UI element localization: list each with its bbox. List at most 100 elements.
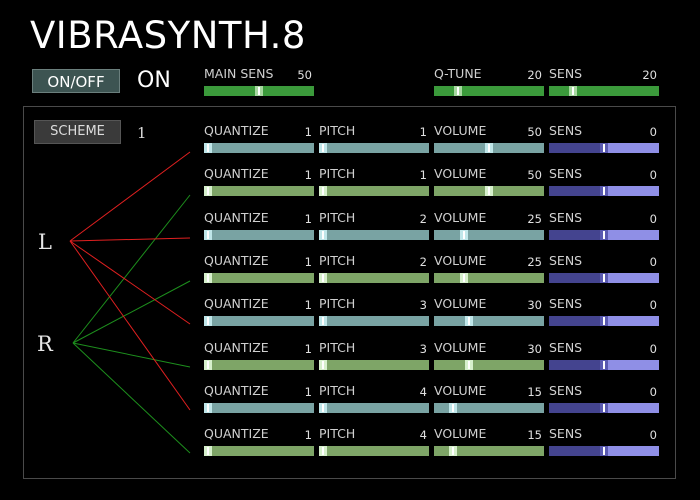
sens-slider-5-track[interactable] [549, 316, 659, 326]
scheme-button[interactable]: SCHEME [34, 120, 121, 144]
quantize-slider-7-track[interactable] [204, 403, 314, 413]
volume-slider-3-thumb[interactable] [459, 230, 468, 240]
volume-slider-6-track[interactable] [434, 360, 544, 370]
volume-slider-8-thumb[interactable] [448, 446, 457, 456]
volume-slider-2-thumb[interactable] [485, 186, 493, 196]
quantize-slider-8-track[interactable] [204, 446, 314, 456]
pitch-slider-3-track[interactable] [319, 230, 429, 240]
sens-slider-1-track[interactable] [549, 143, 659, 153]
wire-left-to-channel-5 [69, 240, 191, 325]
volume-slider-5-track[interactable] [434, 316, 544, 326]
quantize-slider-4-value: 1 [304, 255, 312, 269]
sens-slider-7-thumb[interactable] [600, 403, 608, 413]
pitch-slider-3-value: 2 [419, 212, 427, 226]
quantize-slider-5-track[interactable] [204, 316, 314, 326]
volume-slider-6-value: 30 [527, 342, 542, 356]
sens-slider-2-thumb[interactable] [600, 186, 608, 196]
volume-slider-1-track[interactable] [434, 143, 544, 153]
quantize-slider-8-label: QUANTIZE [204, 426, 269, 441]
quantize-slider-6-track[interactable] [204, 360, 314, 370]
main-sens-slider-track[interactable] [204, 86, 314, 96]
volume-slider-4-thumb[interactable] [459, 273, 468, 283]
q-tune-slider-thumb[interactable] [454, 86, 463, 96]
pitch-slider-4-thumb[interactable] [319, 273, 327, 283]
quantize-slider-2-thumb[interactable] [204, 186, 212, 196]
volume-slider-1-thumb[interactable] [485, 143, 493, 153]
quantize-slider-8-value: 1 [304, 428, 312, 442]
sens-slider-4-track[interactable] [549, 273, 659, 283]
pitch-slider-6-track[interactable] [319, 360, 429, 370]
pitch-slider-5-track[interactable] [319, 316, 429, 326]
sens-slider-8-thumb[interactable] [600, 446, 608, 456]
pitch-slider-5-thumb[interactable] [319, 316, 327, 326]
pitch-slider-2-track[interactable] [319, 186, 429, 196]
volume-slider-2-value: 50 [527, 168, 542, 182]
pitch-slider-5-value: 3 [419, 298, 427, 312]
quantize-slider-6-thumb[interactable] [204, 360, 212, 370]
sens-slider-3-fill [549, 230, 604, 240]
quantize-slider-7-thumb[interactable] [204, 403, 212, 413]
sens-slider-8-value: 0 [649, 428, 657, 442]
sens-slider-5-thumb[interactable] [600, 316, 608, 326]
quantize-slider-2-track[interactable] [204, 186, 314, 196]
pitch-slider-8-track[interactable] [319, 446, 429, 456]
pitch-slider-1-track[interactable] [319, 143, 429, 153]
sens-slider-6-track[interactable] [549, 360, 659, 370]
main-sens-slider-label: MAIN SENS [204, 66, 274, 81]
volume-slider-7-thumb[interactable] [448, 403, 457, 413]
quantize-slider-4-track[interactable] [204, 273, 314, 283]
q-tune-slider-track[interactable] [434, 86, 544, 96]
wire-left-to-channel-1 [69, 151, 191, 242]
pitch-slider-3-thumb[interactable] [319, 230, 327, 240]
quantize-slider-3-value: 1 [304, 212, 312, 226]
pitch-slider-8-thumb[interactable] [319, 446, 327, 456]
volume-slider-5-thumb[interactable] [465, 316, 474, 326]
global-sens-slider-track[interactable] [549, 86, 659, 96]
pitch-slider-4-track[interactable] [319, 273, 429, 283]
pitch-slider-6-thumb[interactable] [319, 360, 327, 370]
sens-slider-8-track[interactable] [549, 446, 659, 456]
on-off-button[interactable]: ON/OFF [32, 69, 120, 93]
volume-slider-2-track[interactable] [434, 186, 544, 196]
quantize-slider-1-thumb[interactable] [204, 143, 212, 153]
quantize-slider-3-thumb[interactable] [204, 230, 212, 240]
volume-slider-3-track[interactable] [434, 230, 544, 240]
quantize-slider-8-thumb[interactable] [204, 446, 212, 456]
quantize-slider-4-thumb[interactable] [204, 273, 212, 283]
pitch-slider-1-thumb[interactable] [319, 143, 327, 153]
global-sens-slider-thumb[interactable] [569, 86, 578, 96]
sens-slider-7-value: 0 [649, 385, 657, 399]
pitch-slider-4-value: 2 [419, 255, 427, 269]
sens-slider-2-value: 0 [649, 168, 657, 182]
sens-slider-4-value: 0 [649, 255, 657, 269]
sens-slider-3-track[interactable] [549, 230, 659, 240]
sens-slider-6-thumb[interactable] [600, 360, 608, 370]
sens-slider-8-label: SENS [549, 426, 583, 441]
quantize-slider-5-thumb[interactable] [204, 316, 212, 326]
quantize-slider-1-track[interactable] [204, 143, 314, 153]
main-sens-slider-thumb[interactable] [255, 86, 263, 96]
sens-slider-1-thumb[interactable] [600, 143, 608, 153]
sens-slider-4-thumb[interactable] [600, 273, 608, 283]
sens-slider-7-track[interactable] [549, 403, 659, 413]
quantize-slider-3-track[interactable] [204, 230, 314, 240]
volume-slider-6-thumb[interactable] [465, 360, 474, 370]
pitch-slider-2-thumb[interactable] [319, 186, 327, 196]
volume-slider-8-track[interactable] [434, 446, 544, 456]
pitch-slider-7-track[interactable] [319, 403, 429, 413]
volume-slider-4-track[interactable] [434, 273, 544, 283]
quantize-slider-5-value: 1 [304, 298, 312, 312]
pitch-slider-7-thumb[interactable] [319, 403, 327, 413]
sens-slider-3-thumb[interactable] [600, 230, 608, 240]
volume-slider-7-track[interactable] [434, 403, 544, 413]
sens-slider-2-track[interactable] [549, 186, 659, 196]
